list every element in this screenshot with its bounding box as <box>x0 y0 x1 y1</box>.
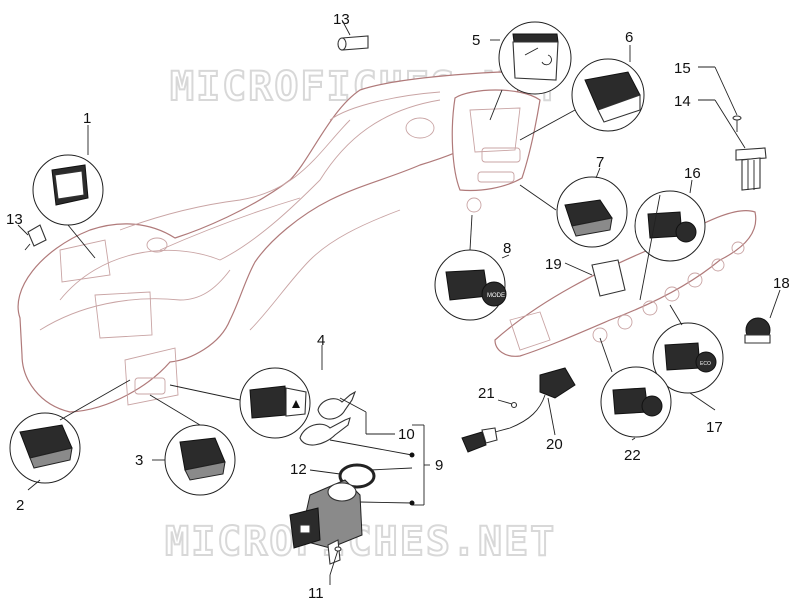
callout-9: 9 <box>435 457 443 474</box>
part-14-bracket <box>735 147 767 191</box>
part-17-button-text: ECO <box>700 361 711 367</box>
callout-17: 17 <box>706 419 723 436</box>
callout-6: 6 <box>625 29 633 46</box>
callout-2: 2 <box>16 497 24 514</box>
callout-4: 4 <box>317 332 325 349</box>
callout-12: 12 <box>290 461 307 478</box>
part-1-circle <box>32 154 104 226</box>
callout-13-left: 13 <box>6 211 23 228</box>
leader-lines <box>17 19 781 585</box>
part-8-circle: MODE <box>434 249 507 321</box>
part-3-circle <box>164 424 236 496</box>
part-13-bulb-left <box>24 224 47 251</box>
callout-7: 7 <box>596 154 604 171</box>
part-15-screw <box>732 115 742 132</box>
callout-20: 20 <box>546 436 563 453</box>
callout-11: 11 <box>308 585 324 602</box>
part-22-circle <box>600 366 672 438</box>
part-16-circle <box>634 190 706 262</box>
callout-15: 15 <box>674 60 691 77</box>
part-4-circle <box>239 367 311 439</box>
callout-8: 8 <box>503 240 511 257</box>
part-6-circle <box>571 58 645 132</box>
part-9-ignition-lock <box>289 479 363 565</box>
callout-21: 21 <box>478 385 495 402</box>
part-7-circle <box>556 176 628 248</box>
part-5-circle <box>498 21 572 95</box>
part-17-circle: ECO <box>652 322 724 394</box>
callout-10: 10 <box>398 426 415 443</box>
callout-1: 1 <box>83 110 91 127</box>
callout-3: 3 <box>135 452 143 469</box>
callout-labels: 1 2 3 4 5 6 7 8 9 10 11 12 13 13 14 15 1… <box>6 11 790 602</box>
part-11-screw <box>329 546 342 576</box>
part-20-sensor-assembly <box>461 367 576 453</box>
callout-22: 22 <box>624 447 641 464</box>
part-10-key <box>299 390 357 446</box>
callout-5: 5 <box>472 32 480 49</box>
part-13-bulb-top <box>337 35 369 51</box>
callout-14: 14 <box>674 93 691 110</box>
callout-13-top: 13 <box>333 11 350 28</box>
part-18-button <box>744 317 771 344</box>
callout-19: 19 <box>545 256 562 273</box>
part-8-button-text: MODE <box>487 293 505 299</box>
part-19-pad <box>591 259 626 297</box>
callout-16: 16 <box>684 165 701 182</box>
rear-switch-panel <box>494 210 757 357</box>
part-12-ring <box>338 463 376 489</box>
callout-18: 18 <box>773 275 790 292</box>
handlebar-cover-body <box>17 71 541 413</box>
part-2-circle <box>9 412 81 484</box>
